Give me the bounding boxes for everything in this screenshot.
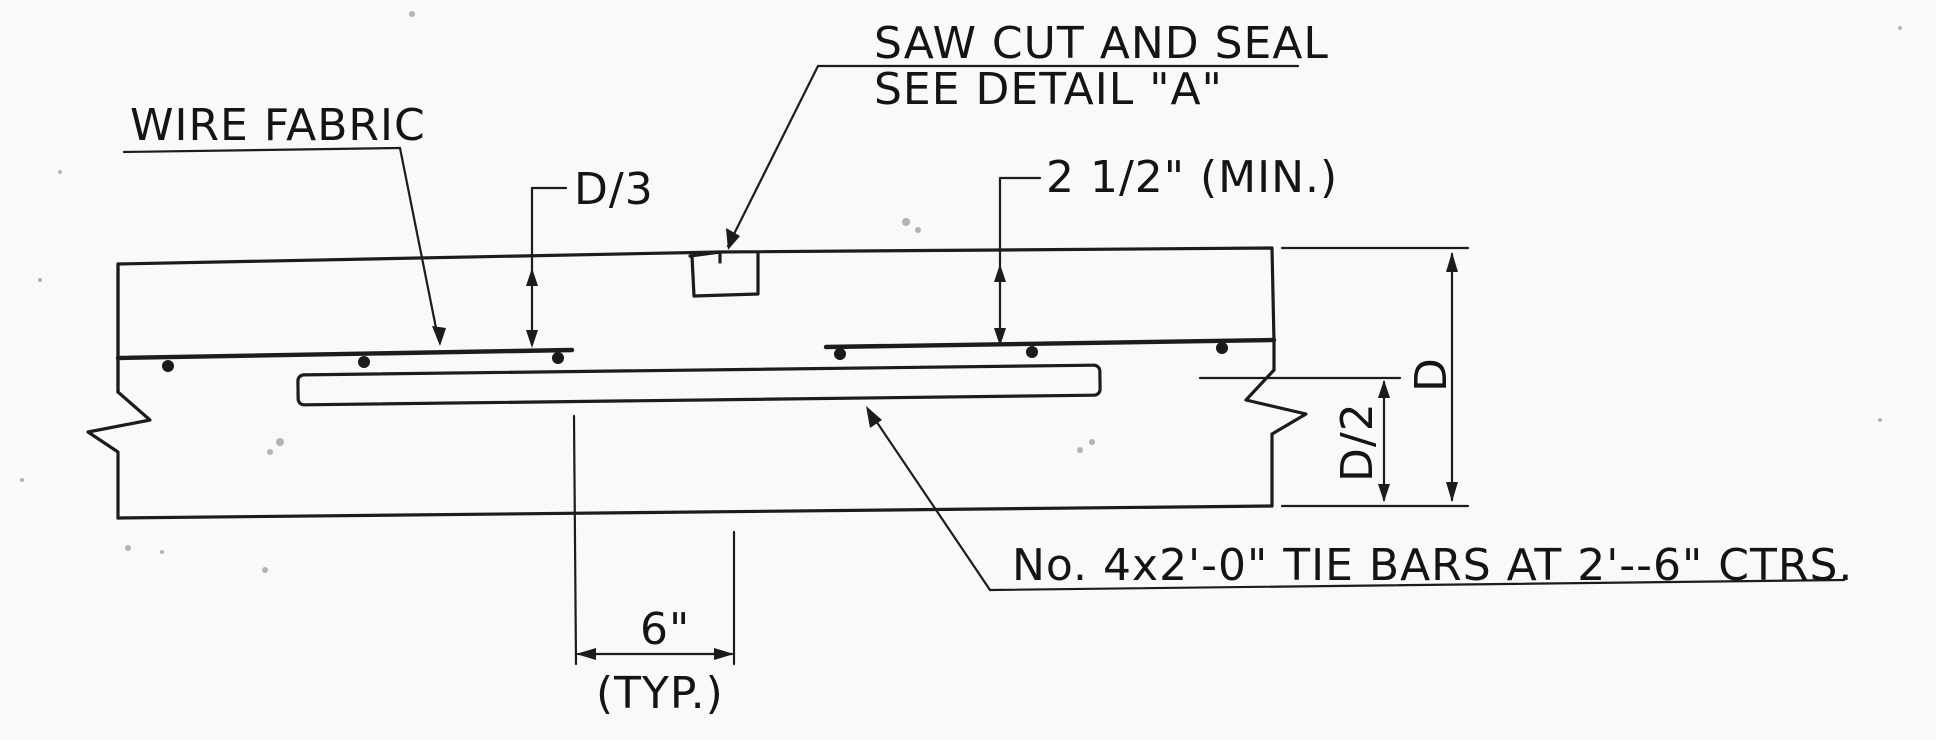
wire-fabric-leader (122, 146, 446, 346)
half-depth-dimension (1198, 376, 1402, 502)
min-cover-dimension (994, 176, 1042, 346)
min-cover-label: 2 1/2" (MIN.) (1046, 152, 1338, 203)
tie-bars-leader (866, 406, 1846, 592)
rebar-dot (1026, 346, 1038, 358)
spacing-dimension (572, 414, 736, 666)
wire-fabric-label: WIRE FABRIC (130, 100, 426, 151)
saw-cut-label-line2: SEE DETAIL "A" (874, 64, 1223, 115)
depth-label: D (1406, 357, 1457, 392)
scan-noise (20, 11, 1902, 573)
d-third-dimension (526, 186, 568, 348)
tie-bars-label: No. 4x2'-0" TIE BARS AT 2'--6" CTRS. (1012, 540, 1853, 591)
rebar-dot (358, 356, 370, 368)
rebar-dot (162, 360, 174, 372)
saw-cut-notch (690, 252, 760, 298)
spacing-note-label: (TYP.) (596, 668, 724, 719)
tie-bar (296, 363, 1102, 407)
right-slab-top (688, 246, 1276, 344)
left-slab-bottom (116, 504, 1274, 520)
right-slab (688, 246, 1308, 508)
rebar-dot (834, 348, 846, 360)
left-slab-break-line (86, 390, 152, 520)
saw-cut-label-line1: SAW CUT AND SEAL (874, 18, 1329, 69)
right-slab-break-line (1244, 368, 1308, 508)
wire-fabric-right (823, 337, 1277, 350)
wire-fabric-left (115, 347, 575, 361)
spacing-label: 6" (640, 604, 690, 655)
depth-dimension (1280, 246, 1470, 508)
d-third-label: D/3 (574, 164, 654, 215)
rebar-dot (552, 352, 564, 364)
left-slab (86, 250, 1274, 520)
saw-cut-leader (726, 64, 1300, 250)
half-depth-label: D/2 (1332, 402, 1383, 482)
rebar-dot (1216, 342, 1228, 354)
